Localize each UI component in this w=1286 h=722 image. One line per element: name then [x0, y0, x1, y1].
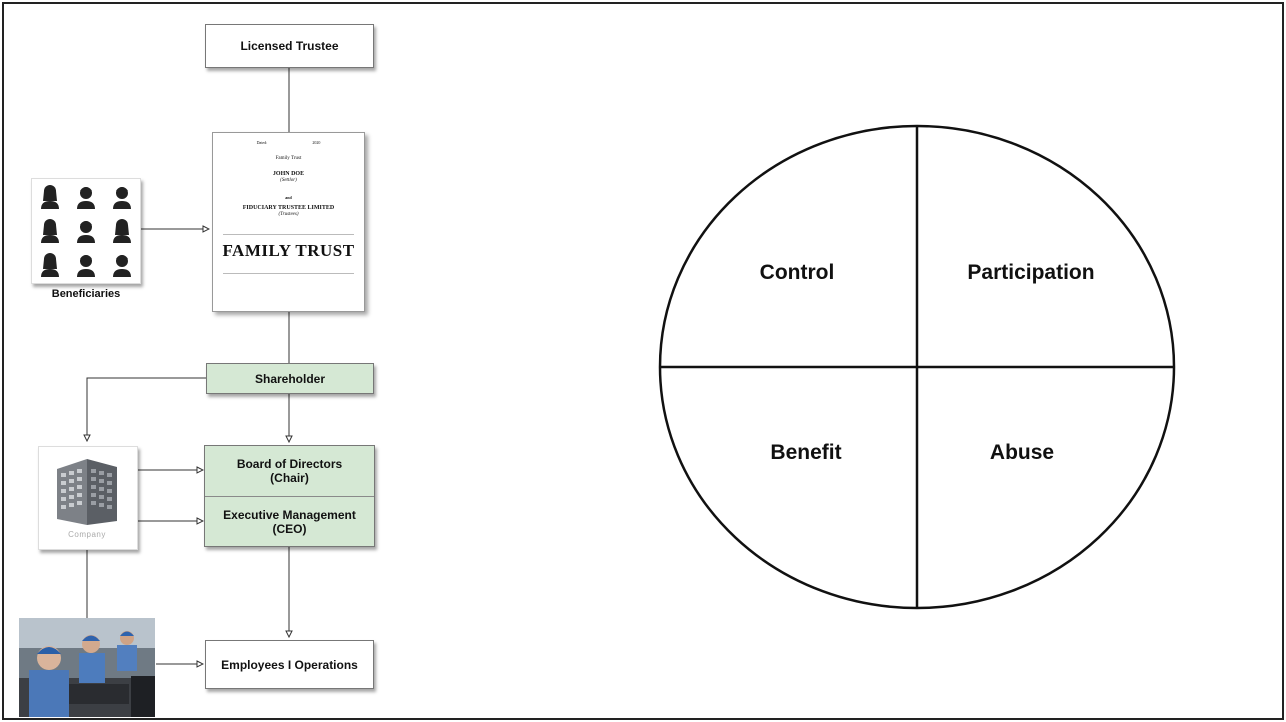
board-subtitle: (Chair): [270, 471, 309, 485]
licensed-trustee-label: Licensed Trustee: [240, 39, 339, 53]
quadrant-control: Control: [759, 261, 835, 284]
shareholder-to-company-arrow: [87, 377, 206, 441]
beneficiaries-label: Beneficiaries: [51, 288, 121, 300]
male-avatar-icon: [77, 221, 95, 243]
licensed-trustee-box: Licensed Trustee: [205, 24, 374, 68]
executive-management-cell: Executive Management (CEO): [205, 497, 374, 547]
male-avatar-icon: [77, 187, 95, 209]
deed-trustee-role: (Trustees): [278, 212, 299, 217]
deed-dated: Dated:: [256, 140, 268, 145]
male-avatar-icon: [113, 187, 131, 209]
deed-rule-bottom: [223, 273, 354, 274]
employees-label: Employees I Operations: [221, 657, 358, 672]
exec-title: Executive Management: [223, 508, 356, 522]
deed-year: 2020: [312, 140, 321, 145]
workers-photo: [19, 618, 155, 717]
quadrant-participation: Participation: [967, 261, 1095, 284]
female-avatar-icon: [113, 219, 131, 243]
company-image: [38, 446, 138, 550]
deed-trustee-name: FIDUCIARY TRUSTEE LIMITED: [242, 205, 335, 211]
male-avatar-icon: [77, 255, 95, 277]
beneficiaries-avatars: [41, 185, 131, 277]
male-avatar-icon: [113, 255, 131, 277]
deed-settlor-role: (Settlor): [280, 178, 297, 183]
female-avatar-icon: [41, 253, 59, 277]
factory-workers-image: [19, 618, 155, 717]
quadrant-circle-diagram: [658, 124, 1176, 610]
shareholder-box: Shareholder: [206, 363, 374, 394]
deed-big-title: FAMILY TRUST: [222, 241, 355, 260]
female-avatar-icon: [41, 219, 59, 243]
deed-settlor-name: JOHN DOE: [272, 171, 305, 177]
deed-small-title: Family Trust: [275, 156, 302, 161]
governance-box: Board of Directors (Chair) Executive Man…: [204, 445, 375, 547]
office-building-icon: [57, 459, 117, 525]
deed-rule-top: [223, 234, 354, 235]
exec-subtitle: (CEO): [272, 522, 307, 536]
employees-operations-box: Employees I Operations: [205, 640, 374, 689]
trust-deed-document: Dated: 2020 Family Trust JOHN DOE (Settl…: [212, 132, 365, 312]
company-label: Company: [68, 530, 106, 539]
board-title: Board of Directors: [236, 457, 343, 471]
female-avatar-icon: [41, 185, 59, 209]
board-of-directors-cell: Board of Directors (Chair): [205, 446, 374, 497]
deed-header: Dated: 2020: [213, 140, 364, 145]
deed-and: and: [285, 195, 292, 200]
beneficiaries-image: [31, 178, 141, 284]
shareholder-label: Shareholder: [254, 371, 326, 386]
quadrant-benefit: Benefit: [770, 441, 842, 464]
quadrant-abuse: Abuse: [989, 441, 1055, 464]
